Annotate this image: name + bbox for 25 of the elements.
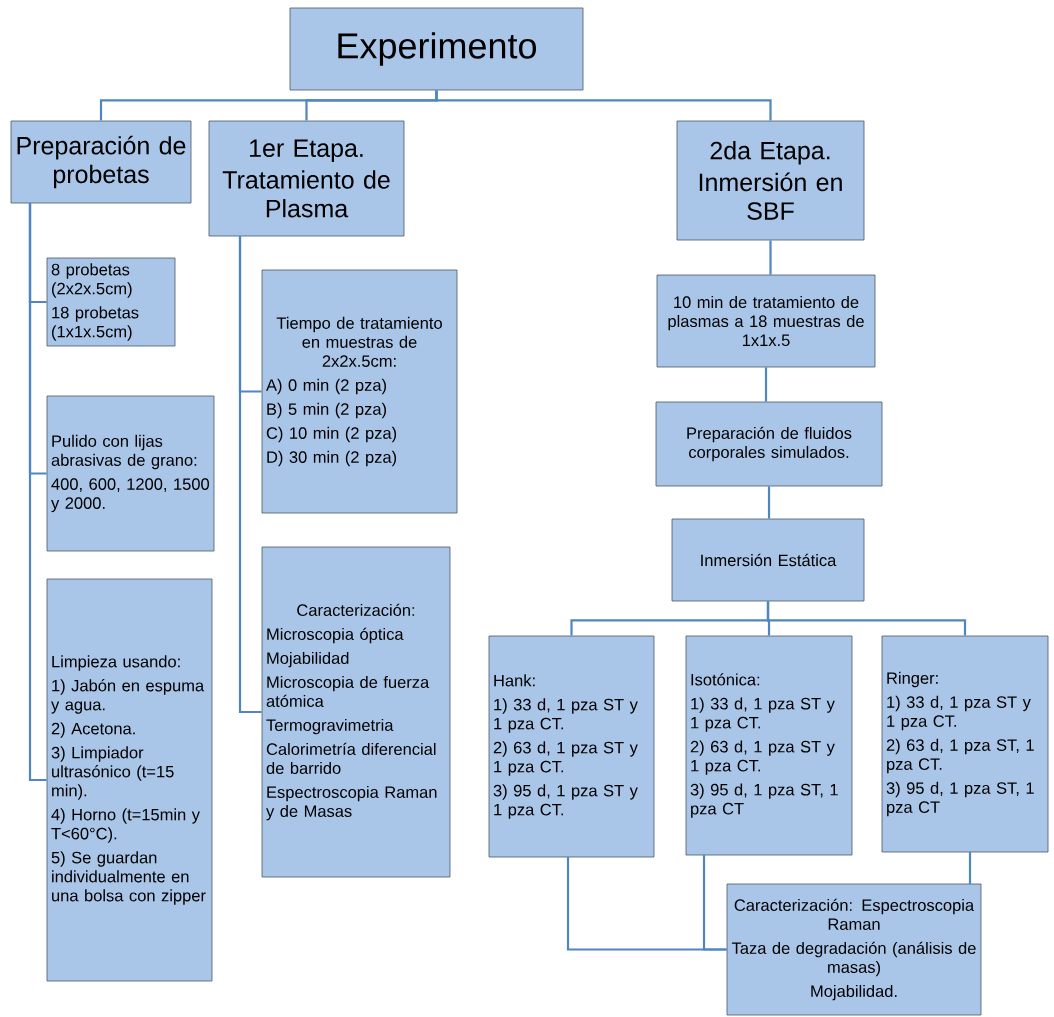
process-box: 8 probetas (2x2x.5cm) 18 probetas (1x1x.5cm)	[46, 257, 176, 347]
process-box: Inmersión Estática	[671, 518, 865, 602]
connector	[702, 855, 727, 951]
process-box: Isotónica: 1) 33 d, 1 pza ST y 1 pza CT. 2) 63 d, 1 pza ST y 1 pza CT. 3) 95 d, 1 pza ST, 1 pza CT	[685, 635, 853, 856]
process-box: Hank: 1) 33 d, 1 pza ST y 1 pza CT. 2) 63 d, 1 pza ST y 1 pza CT. 3) 95 d, 1 pza ST y 1 pza CT.	[488, 635, 655, 858]
process-box: Tiempo de tratamiento en muestras de 2x2x.5cm: A) 0 min (2 pza) B) 5 min (2 pza) C) 10 min (2 pza) D) 30 min (2 pza)	[261, 269, 458, 514]
process-box: Pulido con lijas abrasivas de grano: 400, 600, 1200, 1500 y 2000.	[46, 395, 215, 552]
process-box: 10 min de tratamiento de plasmas a 18 muestras de 1x1x.5	[656, 274, 876, 368]
process-box: 2da Etapa. Inmersión en SBF	[676, 120, 865, 241]
process-box: Preparación de fluidos corporales simulados.	[655, 401, 883, 487]
process-box: Preparación de probetas	[10, 120, 192, 204]
connector	[968, 852, 972, 884]
process-box: Caracterización: Microscopia óptica Mojabilidad Microscopia de fuerza atómica Termogravimetria Calorimetría diferencial de barrido Espectroscopia Raman y de Masas	[261, 546, 451, 878]
connector	[435, 90, 772, 121]
connector	[769, 240, 772, 275]
process-box: Caracterización: Espectroscopia Raman Taza de degradación (análisis de masas) Mojabilidad.	[726, 883, 982, 1016]
process-box: Limpieza usando: 1) Jabón en espuma y agua. 2) Acetona. 3) Limpiador ultrasónico (t=15 min). 4) Horno (t=15min y T<60°C). 5) Se guardan individualmente en una bolsa con zipper	[46, 578, 213, 982]
connector	[28, 203, 47, 782]
process-box: Experimento	[289, 7, 584, 91]
connector	[767, 486, 771, 519]
connector	[238, 236, 262, 714]
process-box: Ringer: 1) 33 d, 1 pza ST y 1 pza CT. 2) 63 d, 1 pza ST, 1 pza CT. 3) 95 d, 1 pza ST, 1 pza CT	[881, 635, 1049, 853]
connector	[766, 601, 967, 636]
process-box: 1er Etapa. Tratamiento de Plasma	[208, 120, 405, 237]
connector	[764, 367, 768, 402]
